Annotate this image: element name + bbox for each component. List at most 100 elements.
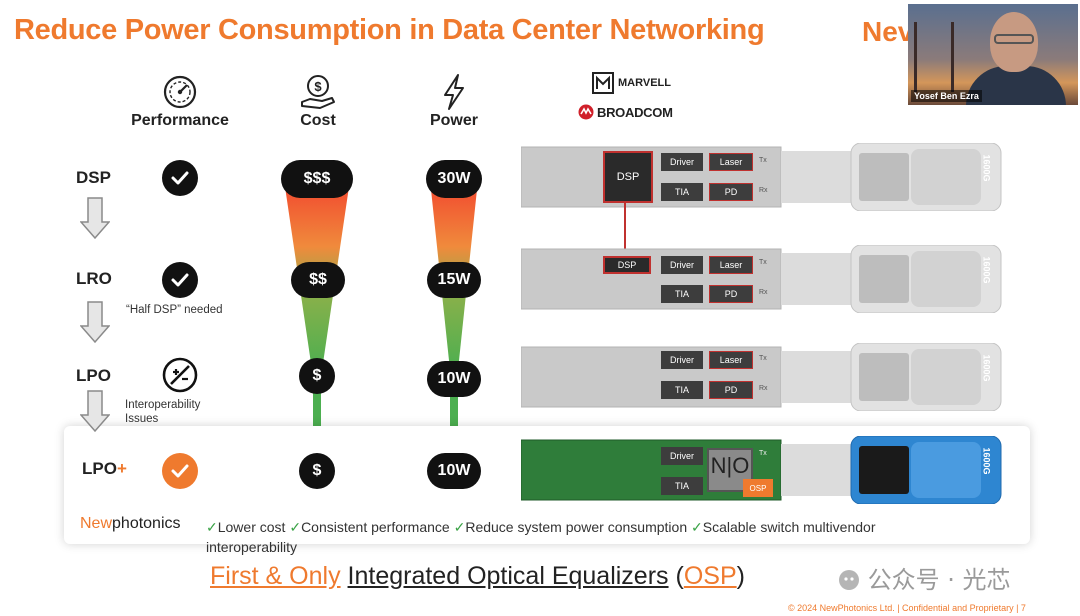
tagline-open-paren: ( — [668, 562, 684, 590]
tia-chip: TIA — [661, 381, 703, 399]
dsp-chip: DSP — [603, 151, 653, 203]
tia-chip: TIA — [661, 183, 703, 201]
driver-chip: Driver — [661, 153, 703, 171]
driver-chip: Driver — [661, 256, 703, 274]
benefits-list: ✓Lower cost ✓Consistent performance ✓Red… — [206, 517, 966, 557]
check-icon — [171, 464, 189, 478]
power-pill-dsp: 30W — [426, 160, 482, 198]
brand-rest: photonics — [112, 515, 181, 532]
module-housing — [521, 245, 1002, 313]
power-pill-lro: 15W — [427, 262, 481, 298]
lightning-icon — [444, 74, 464, 110]
tagline-main: Integrated Optical Equalizers — [347, 562, 669, 590]
cost-pill-dsp: $$$ — [281, 160, 353, 198]
module-lpo-plus: Driver TIA N|O OSP Tx 1600G — [521, 436, 1003, 504]
wechat-icon — [839, 570, 859, 590]
tx-label: Tx — [759, 157, 767, 164]
performance-check-dsp — [162, 160, 198, 196]
benefit-consistent-performance: Consistent performance — [301, 519, 454, 535]
driver-chip: Driver — [661, 351, 703, 369]
speed-label: 1600G — [981, 154, 992, 182]
tia-chip: TIA — [661, 477, 703, 495]
module-dsp: DSP Driver Laser TIA PD Tx Rx 1600G — [521, 143, 1003, 211]
money-hand-icon: $ — [301, 75, 335, 109]
row-label-dsp: DSP — [76, 168, 111, 187]
module-lro: DSP Driver Laser TIA PD Tx Rx 1600G — [521, 245, 1003, 313]
pd-chip: PD — [709, 285, 753, 303]
power-stem — [450, 370, 458, 466]
tagline-osp: OSP — [683, 562, 737, 590]
power-pill-lpo-plus: 10W — [427, 453, 481, 489]
svg-text:N|O: N|O — [711, 453, 750, 478]
speed-label: 1600G — [981, 354, 992, 382]
tick-icon: ✓ — [206, 519, 218, 535]
osp-label: OSP — [743, 479, 773, 497]
benefit-reduce-power: Reduce system power consumption — [465, 519, 691, 535]
tia-chip: TIA — [661, 285, 703, 303]
watermark-text: 公众号 · 光芯 — [867, 566, 1011, 594]
broadcom-logo: BROADCOM — [578, 104, 673, 120]
tick-icon: ✓ — [691, 519, 703, 535]
laser-chip: Laser — [709, 153, 753, 171]
tagline: First & Only Integrated Optical Equalize… — [210, 562, 745, 591]
participant-glasses — [994, 34, 1034, 44]
performance-check-lro — [162, 262, 198, 298]
down-arrow-icon — [80, 197, 110, 240]
tx-label: Tx — [759, 355, 767, 362]
cost-pill-lro: $$ — [291, 262, 345, 298]
column-header-power: Power — [429, 112, 478, 129]
note-interoperability: Interoperability Issues — [125, 398, 200, 426]
tick-icon: ✓ — [289, 519, 302, 535]
pd-chip: PD — [709, 381, 753, 399]
wechat-watermark: 公众号 · 光芯 — [838, 560, 1011, 595]
benefit-lower-cost: Lower cost — [217, 519, 290, 535]
module-housing — [521, 143, 1002, 211]
down-arrow-icon — [80, 390, 110, 433]
cost-pill-lpo: $ — [299, 358, 335, 394]
down-arrow-icon — [80, 301, 110, 344]
speedometer-icon — [163, 75, 197, 109]
broadcom-mark-icon — [578, 104, 594, 120]
cost-power-gradient-cones — [284, 180, 478, 466]
rx-label: Rx — [759, 187, 768, 194]
tx-label: Tx — [759, 450, 767, 457]
laser-chip: Laser — [709, 351, 753, 369]
row-label-lro: LRO — [76, 269, 112, 288]
tx-label: Tx — [759, 259, 767, 266]
brand-new: New — [80, 515, 113, 532]
row-label-lpo-plus: LPO+ — [82, 459, 127, 479]
broadcom-name: BROADCOM — [597, 104, 673, 120]
speed-label: 1600G — [981, 447, 992, 475]
driver-chip: Driver — [661, 447, 703, 465]
participant-name: Yosef Ben Ezra — [911, 90, 982, 102]
check-icon — [171, 171, 189, 185]
benefit-scalable-interop: Scalable switch multivendor interoperabi… — [206, 519, 876, 555]
cost-pill-lpo-plus: $ — [299, 453, 335, 489]
slide-title: Reduce Power Consumption in Data Center … — [14, 14, 765, 46]
marvell-logo: MARVELL — [592, 72, 671, 94]
tagline-first-only: First & Only — [210, 562, 341, 590]
bridge-tower — [914, 22, 954, 92]
module-lpo: Driver Laser TIA PD Tx Rx 1600G — [521, 343, 1003, 411]
rx-label: Rx — [759, 385, 768, 392]
not-equal-icon — [162, 357, 198, 393]
column-header-cost: Cost — [300, 112, 336, 129]
speed-label: 1600G — [981, 256, 992, 284]
row-label-lpo-plus-main: LPO — [82, 459, 117, 478]
check-icon — [171, 273, 189, 287]
rx-label: Rx — [759, 289, 768, 296]
participant-video[interactable]: Yosef Ben Ezra — [908, 4, 1078, 105]
dsp-chip: DSP — [603, 256, 651, 274]
tagline-close-paren: ) — [736, 562, 745, 590]
newphotonics-logo-icon: N|O — [711, 453, 750, 478]
newphotonics-brand: Newphotonics — [80, 515, 181, 533]
cost-stem — [313, 370, 321, 466]
module-housing — [521, 343, 1002, 411]
power-pill-lpo: 10W — [427, 361, 481, 397]
svg-text:$: $ — [314, 79, 322, 94]
row-label-lpo-plus-sign: + — [116, 459, 127, 478]
company-logo: Nev — [862, 16, 914, 47]
footer-copyright: © 2024 NewPhotonics Ltd. | Confidential … — [788, 603, 1026, 613]
performance-check-lpo-plus — [162, 453, 198, 489]
column-header-performance: Performance — [131, 112, 229, 129]
